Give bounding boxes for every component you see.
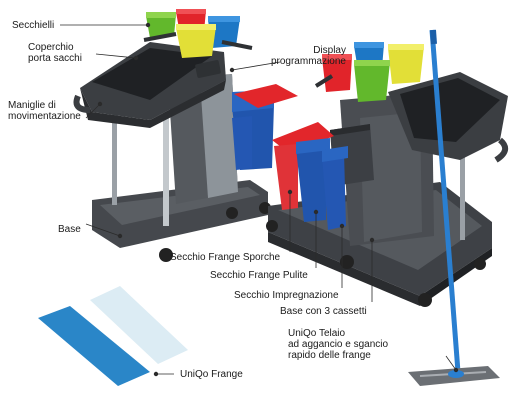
wheel <box>159 248 173 262</box>
display-panel <box>195 60 221 78</box>
label-secchio-frange-sporche: Secchio Frange Sporche <box>170 252 281 263</box>
impregnation-bucket <box>322 152 346 230</box>
label-secchio-impregnazione: Secchio Impregnazione <box>234 290 339 301</box>
wheel <box>418 293 432 307</box>
label-telaio-line1: UniQo Telaio <box>288 328 346 339</box>
label-telaio-line2: ad aggancio e sgancio <box>288 339 389 350</box>
label-display-line2: programmazione <box>270 56 346 67</box>
mop-pole <box>429 29 461 373</box>
mop-pads <box>38 286 188 386</box>
label-maniglie-line1: Maniglie di <box>8 100 56 111</box>
small-buckets-left <box>143 9 253 58</box>
wheel <box>266 220 278 232</box>
handle <box>494 137 509 163</box>
label-display-line1: Display <box>313 45 346 56</box>
white-pad <box>90 286 188 364</box>
mop-handle <box>408 29 500 386</box>
handle <box>73 94 91 113</box>
wheel <box>226 207 238 219</box>
small-buckets-right <box>314 42 424 102</box>
label-base-3-cassetti: Base con 3 cassetti <box>280 306 367 317</box>
label-base: Base <box>58 224 81 235</box>
label-secchielli: Secchielli <box>12 20 55 31</box>
label-coperchio-line1: Coperchio <box>28 42 74 53</box>
dirty-mop-bucket <box>274 144 298 210</box>
blue-pad <box>38 306 150 386</box>
label-telaio-line3: rapido delle frange <box>288 350 371 361</box>
label-coperchio-line2: porta sacchi <box>28 53 82 64</box>
left-cart <box>73 9 271 262</box>
center-bins <box>232 84 298 170</box>
right-cart <box>266 42 509 307</box>
clean-mop-bucket <box>296 146 326 222</box>
label-secchio-frange-pulite: Secchio Frange Pulite <box>210 270 308 281</box>
wheel <box>340 255 354 269</box>
wheel <box>474 258 486 270</box>
label-maniglie-line2: movimentazione <box>8 111 81 122</box>
label-uniqo-frange: UniQo Frange <box>180 369 243 380</box>
leader-lines <box>60 22 459 377</box>
